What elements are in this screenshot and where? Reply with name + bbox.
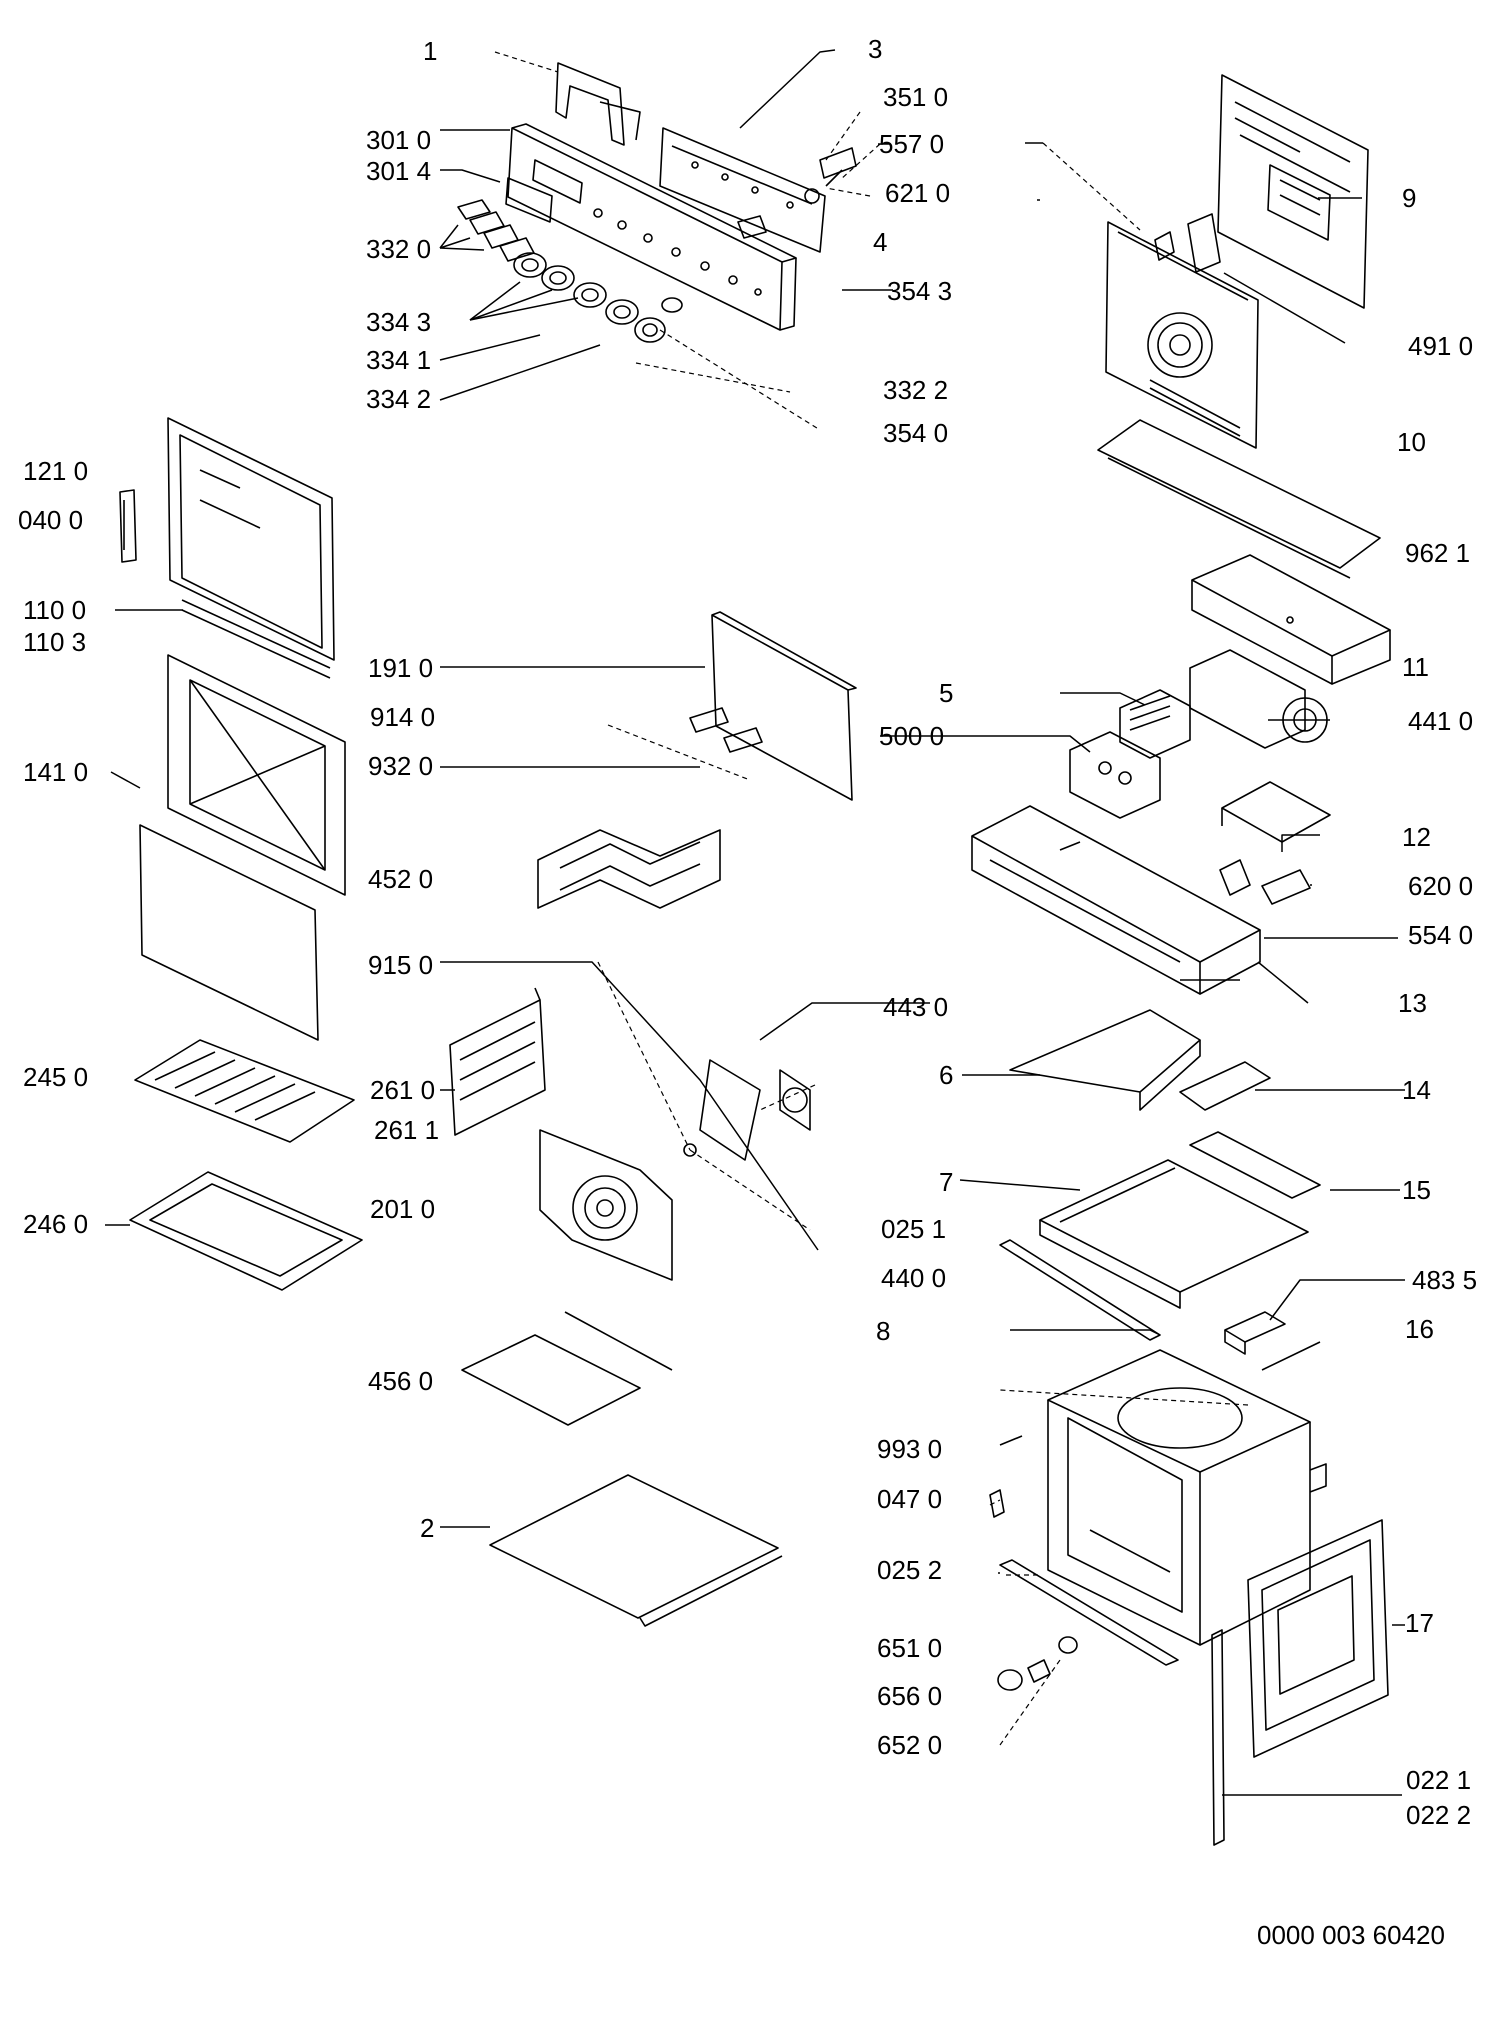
callout-110-0: 110 0: [23, 595, 87, 625]
callout-500-0: 500 0: [879, 721, 945, 751]
callout-040-0: 040 0: [18, 505, 84, 535]
callout-915-0: 915 0: [368, 950, 434, 980]
callout-047-0: 047 0: [877, 1484, 943, 1514]
callout-4: 4: [873, 227, 888, 257]
callout-110-3: 110 3: [23, 627, 87, 657]
callout-456-0: 456 0: [368, 1366, 434, 1396]
callout-261-0: 261 0: [370, 1075, 436, 1105]
callout-557-0: 557 0: [879, 129, 945, 159]
callout-9: 9: [1402, 183, 1417, 213]
callout-10: 10: [1397, 427, 1426, 457]
callout-201-0: 201 0: [370, 1194, 436, 1224]
callout-6: 6: [939, 1060, 954, 1090]
callout-301-0: 301 0: [366, 125, 432, 155]
callout-11: 11: [1402, 652, 1429, 682]
callout-443-0: 443 0: [883, 992, 949, 1022]
callout-334-3: 334 3: [366, 307, 432, 337]
callout-245-0: 245 0: [23, 1062, 89, 1092]
callout-261-1: 261 1: [374, 1115, 440, 1145]
callout-5: 5: [939, 678, 954, 708]
callout-15: 15: [1402, 1175, 1431, 1205]
callout-354-3: 354 3: [887, 276, 953, 306]
callout-246-0: 246 0: [23, 1209, 89, 1239]
rear-panel-assembly: [1097, 74, 1381, 579]
callout-483-5: 483 5: [1412, 1265, 1478, 1295]
oven-door-assembly: [119, 417, 363, 1291]
callout-651-0: 651 0: [877, 1633, 943, 1663]
housing-electronics: [971, 554, 1391, 1371]
dashed-leaders: [494, 51, 1249, 1746]
oven-cavity: [989, 1349, 1389, 1846]
callout-332-2: 332 2: [883, 375, 949, 405]
callout-554-0: 554 0: [1408, 920, 1474, 950]
callout-025-1: 025 1: [881, 1214, 947, 1244]
callout-932-0: 932 0: [368, 751, 434, 781]
callout-121-0: 121 0: [23, 456, 89, 486]
callout-141-0: 141 0: [23, 757, 89, 787]
callout-1: 1: [423, 36, 438, 66]
callout-16: 16: [1405, 1314, 1434, 1344]
callout-301-4: 301 4: [366, 156, 432, 186]
callout-022-2: 022 2: [1406, 1800, 1472, 1830]
callout-025-2: 025 2: [877, 1555, 943, 1585]
callout-441-0: 441 0: [1408, 706, 1474, 736]
callout-652-0: 652 0: [877, 1730, 943, 1760]
callout-334-2: 334 2: [366, 384, 432, 414]
callout-620-0: 620 0: [1408, 871, 1474, 901]
callout-914-0: 914 0: [370, 702, 436, 732]
callout-452-0: 452 0: [368, 864, 434, 894]
callout-332-0: 332 0: [366, 234, 432, 264]
callout-191-0: 191 0: [368, 653, 434, 683]
callout-334-1: 334 1: [366, 345, 432, 375]
callout-351-0: 351 0: [883, 82, 949, 112]
callout-993-0: 993 0: [877, 1434, 943, 1464]
callout-13: 13: [1398, 988, 1427, 1018]
control-panel-assembly: [457, 62, 857, 343]
callout-17: 17: [1405, 1608, 1434, 1638]
callout-022-1: 022 1: [1406, 1765, 1472, 1795]
callout-12: 12: [1402, 822, 1431, 852]
callout-2: 2: [420, 1513, 435, 1543]
leader-lines: [105, 49, 1405, 1796]
callout-962-1: 962 1: [1405, 538, 1471, 568]
callout-656-0: 656 0: [877, 1681, 943, 1711]
callout-354-0: 354 0: [883, 418, 949, 448]
callout-621-0: 621 0: [885, 178, 951, 208]
callout-491-0: 491 0: [1408, 331, 1474, 361]
callout-440-0: 440 0: [881, 1263, 947, 1293]
drawing-number: 0000 003 60420: [1257, 1920, 1445, 1950]
callout-14: 14: [1402, 1075, 1431, 1105]
interior-parts: [449, 611, 857, 1627]
callout-7: 7: [939, 1167, 954, 1197]
callout-8: 8: [876, 1316, 891, 1346]
callout-3: 3: [868, 34, 883, 64]
